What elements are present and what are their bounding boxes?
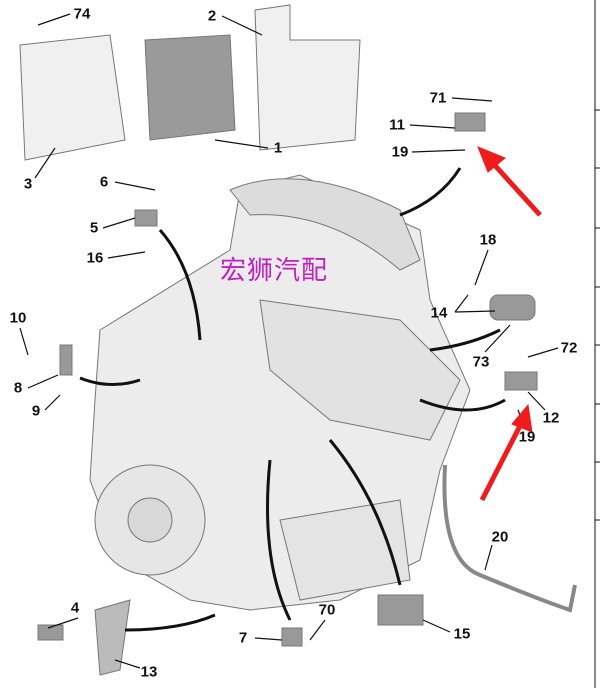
callout-5: 5 xyxy=(89,219,99,237)
callout-12: 12 xyxy=(542,409,560,427)
page-edge-ruler xyxy=(594,0,600,688)
callout-19-bottom: 19 xyxy=(518,428,536,446)
callout-8: 8 xyxy=(13,379,23,397)
ecu xyxy=(144,34,236,141)
callout-9: 9 xyxy=(31,402,41,420)
intake-pipe xyxy=(229,178,421,271)
sensor-11 xyxy=(454,112,486,132)
sensor-4 xyxy=(37,624,64,641)
red-arrow-bottom xyxy=(479,403,533,502)
sensor-5 xyxy=(134,209,158,227)
sensor-8 xyxy=(59,344,73,376)
callout-6: 6 xyxy=(99,173,109,191)
oil-pan xyxy=(279,499,411,601)
sensor-7 xyxy=(281,627,303,647)
solenoid-14 xyxy=(489,294,536,321)
bracket-13 xyxy=(94,599,131,676)
callout-3: 3 xyxy=(23,175,33,193)
callout-15: 15 xyxy=(453,625,471,643)
sensor-12 xyxy=(504,371,538,391)
callout-1: 1 xyxy=(273,139,283,157)
watermark: 宏狮汽配 xyxy=(220,256,329,286)
ecu-cover xyxy=(19,34,126,161)
sensor-15 xyxy=(377,594,424,626)
callout-19-top: 19 xyxy=(391,143,409,161)
callout-2: 2 xyxy=(207,7,217,25)
callout-7: 7 xyxy=(238,629,248,647)
callout-20: 20 xyxy=(491,528,509,546)
callout-74: 74 xyxy=(73,5,91,23)
ecu-bracket xyxy=(254,4,361,151)
callout-70: 70 xyxy=(318,601,336,619)
callout-10: 10 xyxy=(9,309,27,327)
callout-72: 72 xyxy=(560,339,578,357)
pipe-20 xyxy=(442,464,577,613)
callout-16: 16 xyxy=(86,249,104,267)
callout-18: 18 xyxy=(479,231,497,249)
callout-13: 13 xyxy=(140,663,158,681)
intake-manifold xyxy=(259,299,461,441)
callout-4: 4 xyxy=(70,599,80,617)
callout-14: 14 xyxy=(430,304,448,322)
callout-71: 71 xyxy=(429,89,447,107)
red-arrow-top xyxy=(477,146,542,217)
callout-11: 11 xyxy=(389,116,405,134)
callout-73: 73 xyxy=(472,353,490,371)
